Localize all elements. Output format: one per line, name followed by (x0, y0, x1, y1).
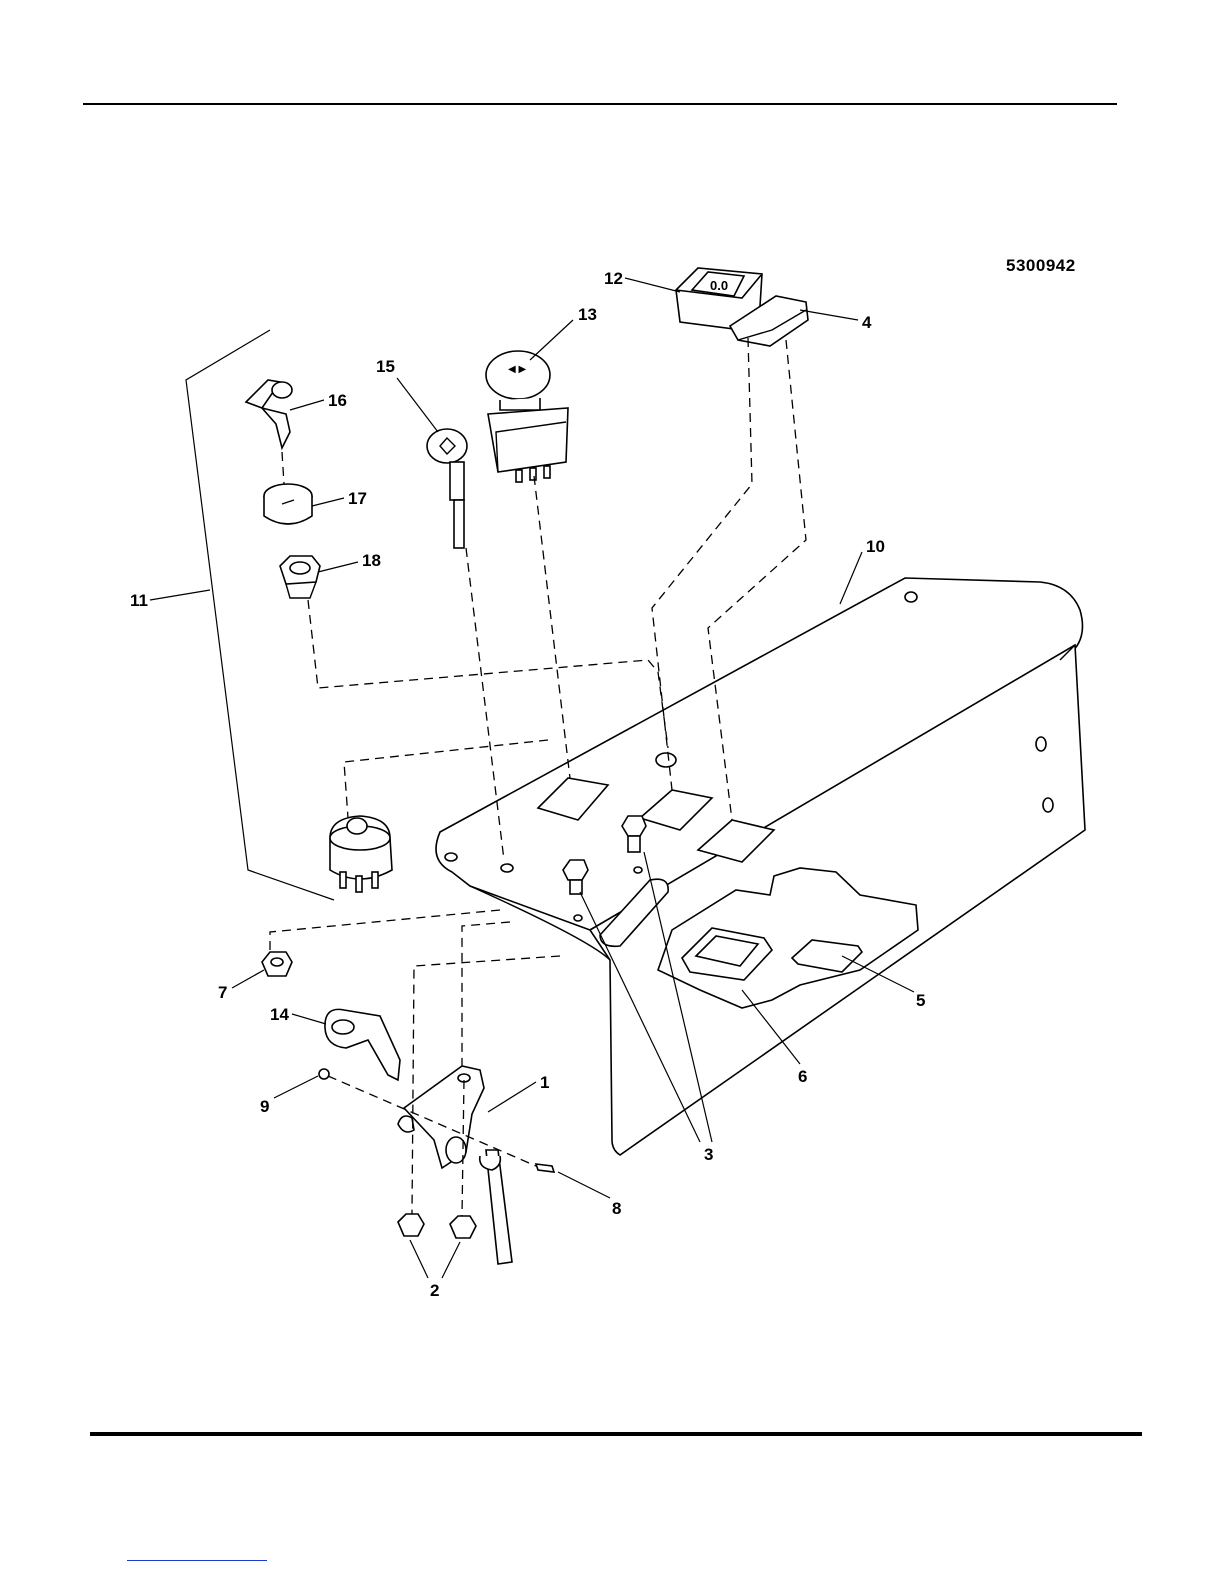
assembly-bracket-11 (186, 330, 334, 900)
ignition-switch (330, 816, 392, 892)
callout-12: 12 (604, 269, 623, 288)
callout-13: 13 (578, 305, 597, 324)
svg-text:◀ ▶: ◀ ▶ (508, 364, 526, 375)
mounting-nut (280, 556, 320, 598)
hex-nuts-2 (398, 1214, 476, 1238)
callout-18: 18 (362, 551, 381, 570)
callout-10: 10 (866, 537, 885, 556)
callout-5: 5 (916, 991, 925, 1010)
small-nut-9 (319, 1069, 329, 1079)
callout-6: 6 (798, 1067, 807, 1086)
callout-4: 4 (862, 313, 872, 332)
hour-meter-readout: 0.0 (710, 278, 728, 293)
footer-link-underline[interactable] (127, 1560, 267, 1561)
hex-nut-7 (262, 952, 292, 976)
callout-17: 17 (348, 489, 367, 508)
callout-9: 9 (260, 1097, 269, 1116)
lever-arm (325, 1009, 400, 1080)
console-panel (436, 578, 1085, 1155)
ignition-key (246, 380, 292, 448)
pto-switch: ◀ ▶ (486, 351, 568, 482)
screw-8 (536, 1164, 554, 1172)
callout-15: 15 (376, 357, 395, 376)
callout-16: 16 (328, 391, 347, 410)
callout-14: 14 (270, 1005, 289, 1024)
callout-11: 11 (130, 591, 148, 610)
callout-7: 7 (218, 983, 227, 1002)
callout-2: 2 (430, 1281, 439, 1300)
callout-3: 3 (704, 1145, 713, 1164)
footer-rule (90, 1432, 1142, 1436)
choke-knob (427, 429, 467, 548)
switch-cap (264, 484, 312, 524)
callout-1: 1 (540, 1073, 549, 1092)
callout-8: 8 (612, 1199, 621, 1218)
